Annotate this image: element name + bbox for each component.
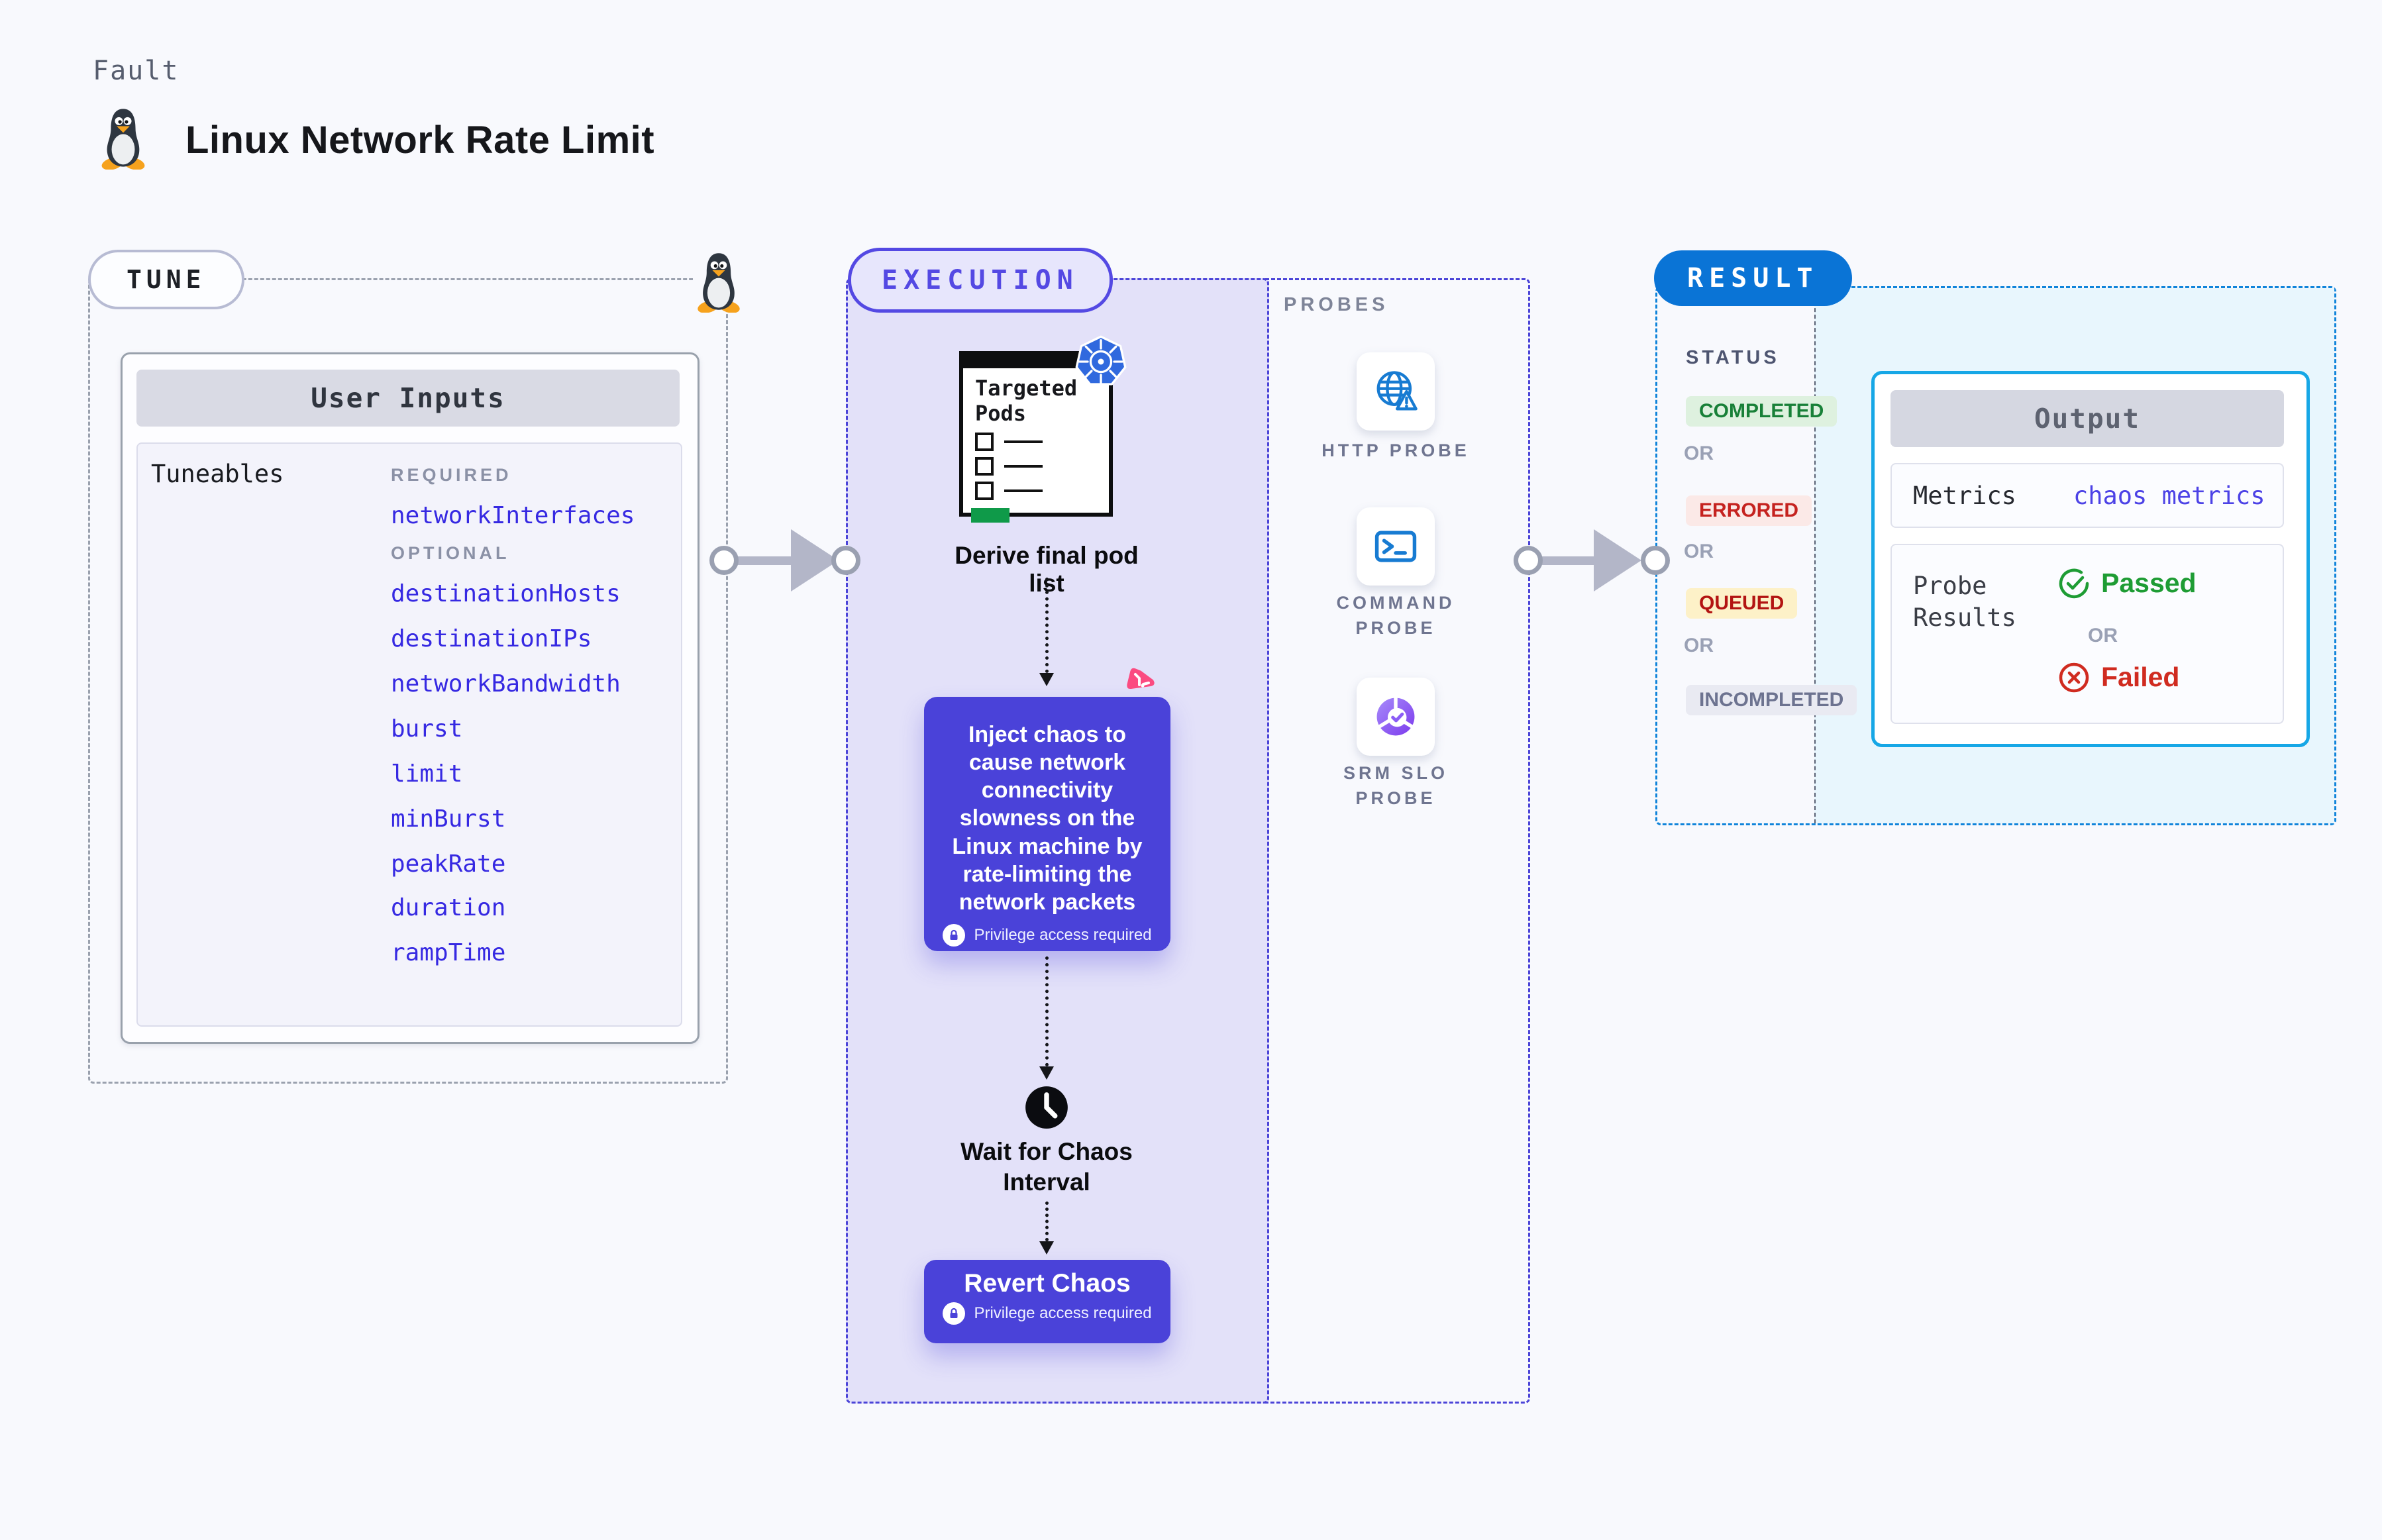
flow-connector [1045,578,1049,673]
connector-dot [709,546,739,575]
optional-label: OPTIONAL [391,543,510,563]
clock-icon [1025,1086,1068,1129]
fault-kind-label: Fault [93,56,180,86]
metrics-row: Metrics chaos metrics [1890,463,2284,528]
srm-slo-probe-label: SRM SLO PROBE [1343,763,1448,808]
pod-list-item [975,481,1109,500]
status-label: STATUS [1686,347,1780,368]
tune-to-execution-arrowhead [791,529,839,591]
probe-result-passed: Passed [2059,568,2197,599]
flow-arrowhead [1039,1241,1054,1255]
probe-results-row: Probe Results Passed OR Failed [1890,544,2284,724]
linux-tux-icon [698,253,740,313]
or-label: OR [1684,635,1714,656]
probe-result-failed: Failed [2059,662,2179,693]
tune-to-execution-arrow [733,556,796,565]
status-badge-completed: COMPLETED [1686,396,1838,427]
tuneables-panel [136,442,682,1027]
tuneable-link-destinationHosts[interactable]: destinationHosts [391,580,621,607]
page-title: Linux Network Rate Limit [185,119,655,162]
execution-badge: EXECUTION [848,248,1113,313]
required-label: REQUIRED [391,465,512,485]
pods-progress-bar [971,507,1010,523]
probes-to-result-arrowhead [1594,529,1641,591]
passed-label: Passed [2101,568,2197,598]
status-badge-errored: ERRORED [1686,495,1812,526]
inject-chaos-step: Inject chaos to cause network connectivi… [924,697,1170,951]
flow-arrowhead [1039,1066,1054,1080]
or-label: OR [2088,625,2118,646]
tuneable-link-limit[interactable]: limit [391,760,463,788]
terminal-icon [1374,531,1417,562]
status-badge-queued: QUEUED [1686,588,1798,619]
srm-slo-probe-card [1357,678,1435,756]
connector-dot [1641,546,1670,575]
tuneable-link-peakRate[interactable]: peakRate [391,850,506,878]
probes-to-result-arrow [1537,556,1599,565]
lock-icon [943,924,966,947]
check-circle-icon [2059,568,2089,598]
or-label: OR [1684,540,1714,562]
slo-donut-check-icon [1376,697,1415,736]
user-inputs-header: User Inputs [136,370,680,427]
chaos-fault-icon [1127,668,1155,690]
probes-section-box [1265,278,1530,1404]
privilege-label: Privilege access required [974,926,1152,945]
connector-dot [831,546,860,575]
tuneable-link-duration[interactable]: duration [391,894,506,921]
globe-alert-icon [1376,371,1418,411]
privilege-note: Privilege access required [924,1302,1170,1325]
command-probe-card [1357,507,1435,586]
revert-chaos-label: Revert Chaos [964,1269,1131,1298]
flow-arrowhead [1039,673,1054,686]
tuneable-link-networkBandwidth[interactable]: networkBandwidth [391,670,621,697]
connector-dot [1514,546,1543,575]
inject-chaos-description: Inject chaos to cause network connectivi… [952,722,1143,915]
probe-results-label: Probe Results [1913,572,2016,633]
result-badge: RESULT [1654,250,1852,306]
tuneable-link-destinationIPs[interactable]: destinationIPs [391,625,592,652]
tuneable-link-minBurst[interactable]: minBurst [391,805,506,833]
pods-card-title: Targeted Pods [975,376,1078,426]
output-header: Output [1890,390,2284,447]
privilege-note: Privilege access required [924,924,1170,947]
tune-section-box [88,278,728,1084]
chaos-metrics-link[interactable]: chaos metrics [2073,481,2265,510]
revert-chaos-step: Revert Chaos Privilege access required [924,1260,1170,1343]
http-probe-card [1357,352,1435,431]
x-circle-icon [2059,662,2089,692]
http-probe-label: HTTP PROBE [1321,440,1470,460]
linux-tux-icon [101,109,145,170]
or-label: OR [1684,442,1714,464]
failed-label: Failed [2101,662,2180,692]
tune-badge: TUNE [88,250,244,309]
privilege-label: Privilege access required [974,1304,1152,1322]
pod-list-item [975,432,1109,451]
command-probe-label: COMMAND PROBE [1336,593,1455,638]
tuneables-group-label: Tuneables [151,460,284,488]
metrics-label: Metrics [1913,481,2016,510]
pods-window-bar [963,355,1109,368]
wait-for-chaos-label: Wait for Chaos Interval [960,1138,1133,1196]
flow-connector [1045,956,1049,1066]
flow-connector [1045,1202,1049,1241]
pod-list-item [975,456,1109,476]
probes-section-label: PROBES [1284,294,1389,315]
tuneable-link-burst[interactable]: burst [391,715,463,743]
kubernetes-icon [1075,335,1127,385]
lock-icon [943,1302,966,1325]
output-card: Output Metrics chaos metrics Probe Resul… [1871,371,2310,747]
tuneable-link-networkInterfaces[interactable]: networkInterfaces [391,502,635,529]
status-badge-incompleted: INCOMPLETED [1686,685,1857,715]
tuneable-link-rampTime[interactable]: rampTime [391,939,506,966]
